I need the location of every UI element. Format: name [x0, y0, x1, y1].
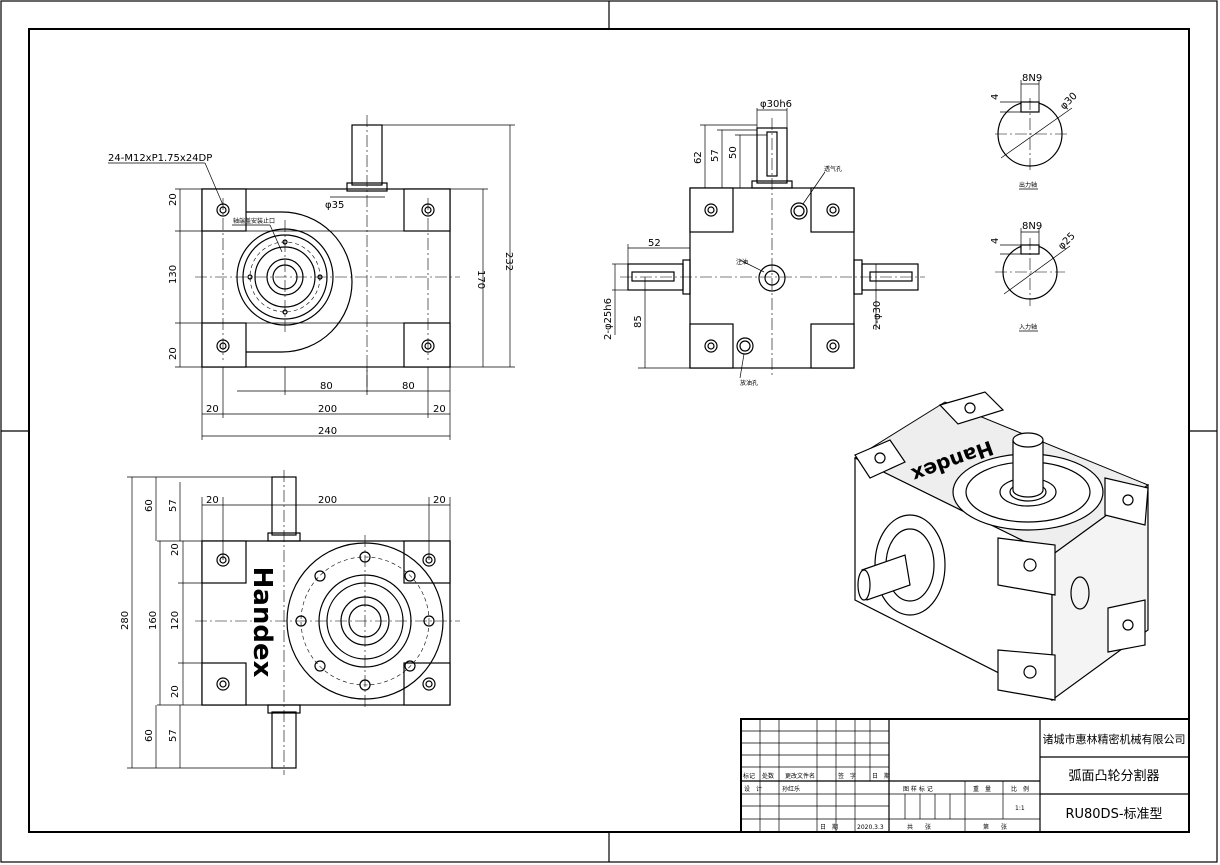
dim-c: 130	[168, 265, 179, 284]
tb-date: 2020.3.3	[857, 824, 884, 831]
dim-ag: 280	[120, 611, 131, 630]
dim-i: 80	[402, 381, 415, 392]
top-view: Handex	[195, 470, 460, 775]
tb-sheet-total: 共 张	[907, 823, 931, 831]
dim-y: 8N9	[1022, 221, 1042, 232]
dim-ac: 200	[318, 495, 337, 506]
dim-l: 20	[433, 404, 446, 415]
tb-hdr-date: 日 期	[872, 772, 890, 780]
dim-ak: 20	[170, 685, 181, 698]
dim-m: 240	[318, 426, 337, 437]
dim-v: 8N9	[1022, 73, 1042, 84]
dim-ab: 20	[206, 495, 219, 506]
tb-scale-label: 比 例	[1011, 785, 1029, 793]
dim-am: 57	[168, 729, 179, 742]
note-cover: 轴端盖安装止口	[233, 217, 275, 225]
side-view-dimensions: φ30h6 62 57 50 52 2-φ25h6 85 2-φ30 透气孔 注…	[603, 99, 883, 387]
dim-p: 57	[710, 149, 721, 162]
dim-t: 85	[633, 315, 644, 328]
tb-model: RU80DS-标准型	[1065, 807, 1162, 822]
dim-e: φ35	[325, 200, 344, 211]
brand-logo: Handex	[247, 567, 277, 678]
dim-af: 57	[168, 499, 179, 512]
title-block: 诸城市惠林精密机械有限公司 弧面凸轮分割器 RU80DS-标准型 标记 处数 更…	[740, 718, 1190, 833]
tb-hdr-doc: 更改文件名	[785, 772, 815, 780]
dim-b: 20	[168, 193, 179, 206]
tb-product: 弧面凸轮分割器	[1068, 768, 1159, 784]
dim-al: 60	[144, 729, 155, 742]
dim-x: φ30	[1058, 91, 1079, 112]
dim-s: 2-φ25h6	[603, 298, 614, 340]
dim-q: 50	[728, 146, 739, 159]
tb-scale: 1:1	[1015, 805, 1025, 812]
front-view-dimensions: 24-M12xP1.75x24DP 20 130 20 φ35 232 170 …	[108, 124, 515, 440]
dim-aj: 120	[170, 611, 181, 630]
note-oil: 注油	[736, 258, 748, 266]
side-view	[620, 118, 925, 378]
dim-ae: 60	[144, 499, 155, 512]
dim-f: 232	[503, 252, 514, 271]
tb-date-label: 日 期	[820, 823, 838, 831]
tb-hdr-mark: 标记	[743, 772, 755, 780]
isometric-view: Handex	[853, 391, 1150, 702]
dim-o: 62	[693, 151, 704, 164]
dim-ai: 20	[170, 543, 181, 556]
note-in-shaft: 入力轴	[1019, 323, 1037, 331]
dim-ah: 160	[148, 611, 159, 630]
tb-company: 诸城市惠林精密机械有限公司	[1043, 732, 1186, 746]
tb-design: 设 计	[744, 785, 762, 793]
tb-sheet-no: 第 张	[983, 823, 1007, 831]
dim-aa: φ25	[1056, 231, 1077, 252]
dim-g: 170	[475, 270, 486, 289]
note-out-shaft: 出力轴	[1019, 181, 1037, 189]
dim-w: 4	[990, 94, 1001, 100]
tb-designer: 孙红乐	[782, 785, 800, 793]
dim-u: 2-φ30	[872, 301, 883, 330]
dim-d: 20	[168, 347, 179, 360]
dim-k: 200	[318, 404, 337, 415]
tb-stage: 图 样 标 记	[903, 785, 933, 793]
tb-hdr-sign: 签 字	[838, 772, 856, 780]
dim-r: 52	[648, 238, 661, 249]
note-vent: 透气孔	[824, 165, 842, 173]
dim-j: 20	[206, 404, 219, 415]
input-shaft-section: 8N9 4 φ25 入力轴	[990, 221, 1078, 332]
top-view-dimensions: 20 200 20 60 57 280 160 20 120 20 60 57	[120, 476, 451, 769]
dim-ad: 20	[433, 495, 446, 506]
front-view	[195, 115, 460, 392]
output-shaft-section: 8N9 4 φ30 出力轴	[990, 73, 1080, 190]
dim-h: 80	[320, 381, 333, 392]
dim-n: φ30h6	[760, 99, 792, 110]
note-drain: 放油孔	[740, 379, 758, 387]
tb-weight: 重 量	[973, 785, 991, 793]
dim-a: 24-M12xP1.75x24DP	[108, 153, 212, 164]
dim-z: 4	[990, 238, 1001, 244]
tb-hdr-qty: 处数	[762, 772, 774, 780]
